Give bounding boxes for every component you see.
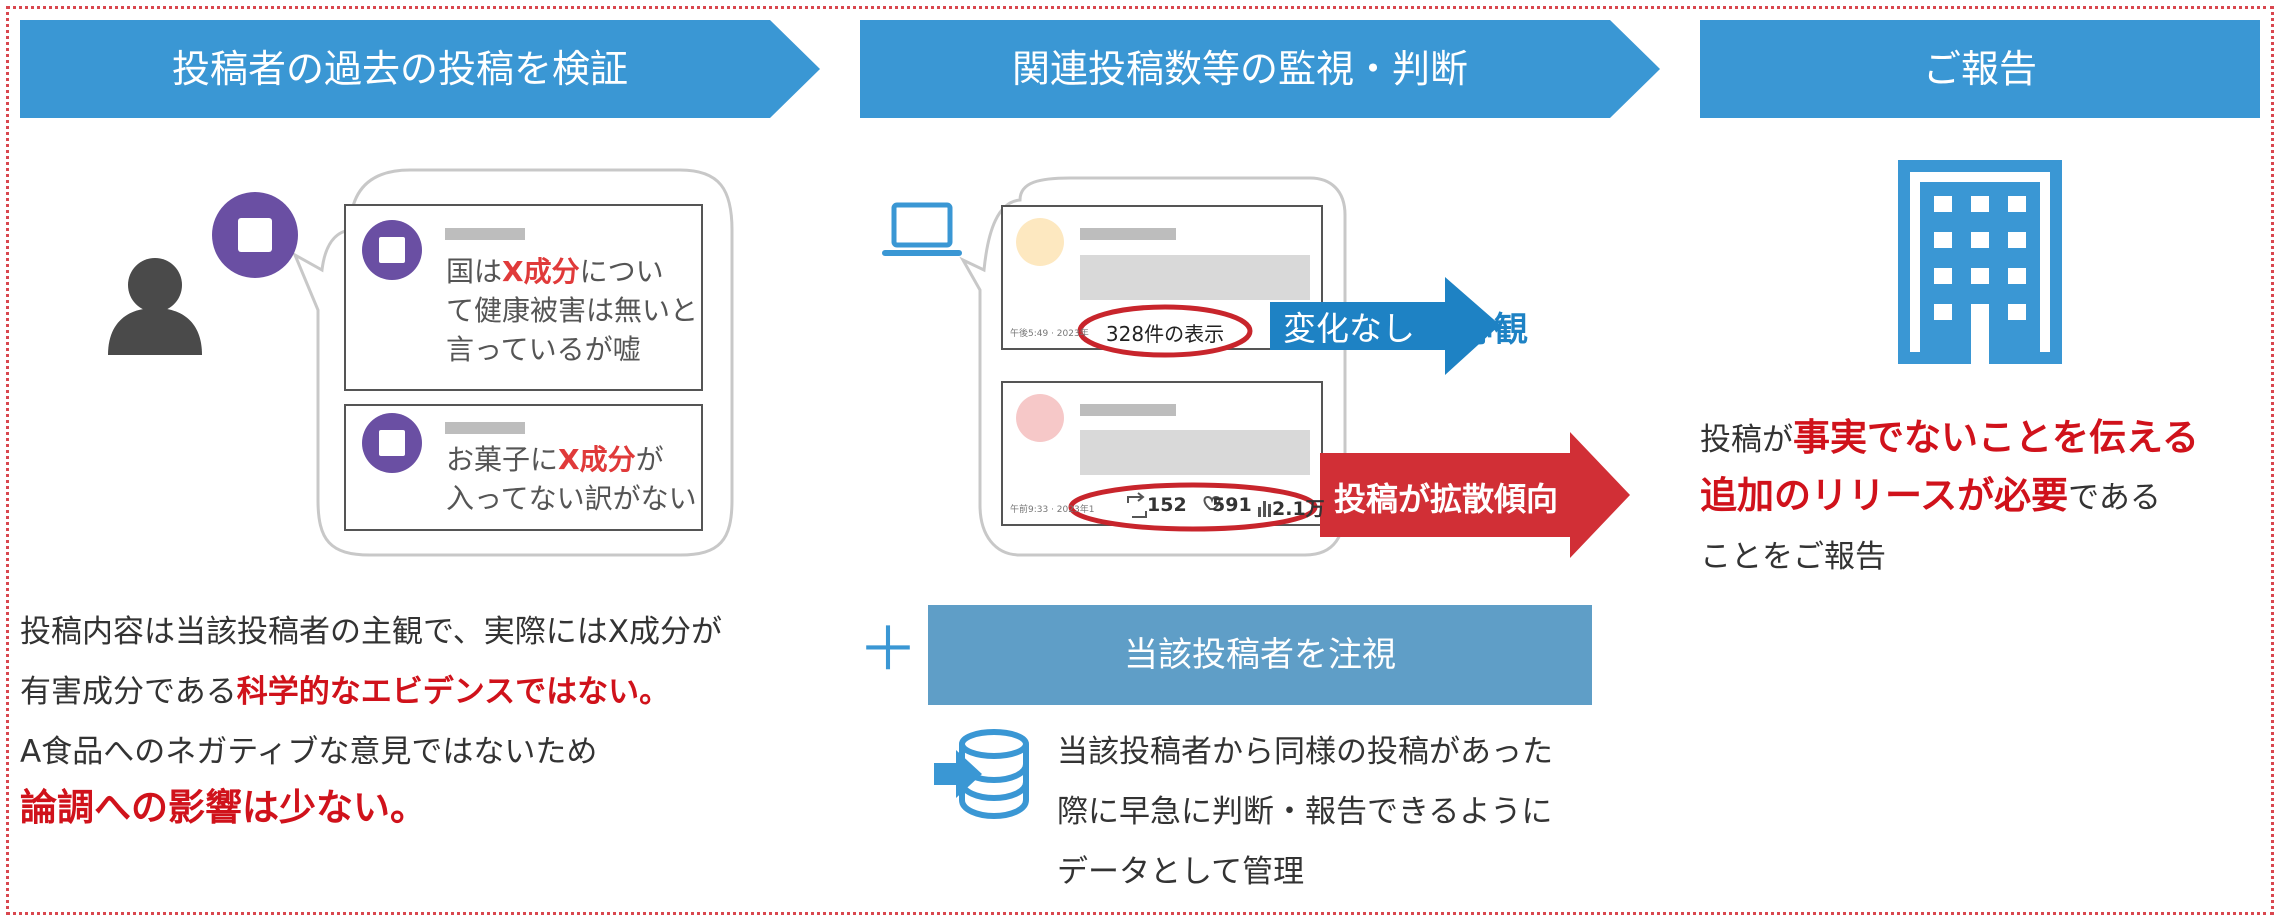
spreading-label: 投稿が拡散傾向 bbox=[1334, 480, 1559, 518]
post1-name-placeholder bbox=[445, 228, 525, 240]
step1-title: 投稿者の過去の投稿を検証 bbox=[171, 47, 628, 91]
step2-illustration bbox=[882, 176, 1630, 558]
post-meta-1: 午後5:49 · 2023年 bbox=[1010, 329, 1089, 339]
step3-banner bbox=[1700, 20, 2260, 118]
dotted-frame bbox=[6, 6, 2274, 915]
building-icon bbox=[1898, 160, 2062, 364]
view-count: 2.1万 bbox=[1272, 498, 1325, 520]
like-count: 591 bbox=[1212, 494, 1252, 516]
watch-text-line2: 際に早急に判断・報告できるように bbox=[1057, 794, 1553, 830]
database-import-icon bbox=[934, 729, 1029, 820]
watch-banner: 当該投稿者を注視 bbox=[928, 605, 1592, 705]
step1-banner bbox=[20, 20, 820, 118]
views-bar-icon bbox=[1258, 501, 1271, 517]
watch-text-line1: 当該投稿者から同様の投稿があった bbox=[1057, 734, 1553, 770]
post1-line1: 国はX成分につい bbox=[446, 255, 664, 288]
views-count: 328件の表示 bbox=[1105, 322, 1225, 346]
post-meta-2: 午前9:33 · 2023年1 bbox=[1010, 505, 1095, 515]
spreading-arrow bbox=[1320, 432, 1630, 558]
step2-banner bbox=[860, 20, 1660, 118]
watch-title: 当該投稿者を注視 bbox=[1124, 635, 1396, 675]
step1-text-line3: A食品へのネガティブな意見ではないため bbox=[20, 734, 598, 770]
no-change-label: 変化なし bbox=[1283, 309, 1415, 348]
post2-name-placeholder bbox=[445, 422, 525, 434]
retweet-count: 152 bbox=[1147, 494, 1187, 516]
post1-line2: て健康被害は無いと bbox=[446, 294, 699, 327]
step3-text-line2: 追加のリリースが必要である bbox=[1700, 474, 2161, 517]
watch-text-line3: データとして管理 bbox=[1057, 854, 1305, 890]
step1-text-line2: 有害成分である科学的なエビデンスではない。 bbox=[20, 674, 671, 710]
step3-text-line3: ことをご報告 bbox=[1700, 539, 1886, 575]
observe-label: 静観 bbox=[1460, 310, 1528, 350]
plus-sign: ＋ bbox=[858, 615, 918, 685]
step1-illustration bbox=[108, 168, 734, 557]
no-change-arrow bbox=[1270, 277, 1500, 375]
post1-line3: 言っているが嘘 bbox=[446, 333, 641, 366]
step-banners bbox=[20, 20, 2260, 118]
post2-line2: 入ってない訳がない bbox=[446, 482, 697, 515]
step3-text-line1: 投稿が事実でないことを伝える bbox=[1700, 416, 2199, 459]
post1-avatar-icon bbox=[362, 220, 422, 280]
post2-line1: お菓子にX成分が bbox=[446, 443, 664, 476]
views-highlight bbox=[1077, 304, 1253, 358]
laptop-icon bbox=[882, 202, 962, 256]
step2-title: 関連投稿数等の監視・判断 bbox=[1011, 47, 1468, 91]
person-icon bbox=[108, 258, 202, 355]
post2-avatar-icon bbox=[362, 413, 422, 473]
step3-title: ご報告 bbox=[1922, 47, 2037, 91]
heart-icon bbox=[1203, 495, 1221, 510]
account-avatar-icon bbox=[212, 192, 298, 278]
step1-conclusion: 論調への影響は少ない。 bbox=[20, 786, 427, 829]
step1-text-line1: 投稿内容は当該投稿者の主観で、実際にはX成分が bbox=[20, 614, 722, 650]
retweet-icon bbox=[1127, 492, 1147, 518]
